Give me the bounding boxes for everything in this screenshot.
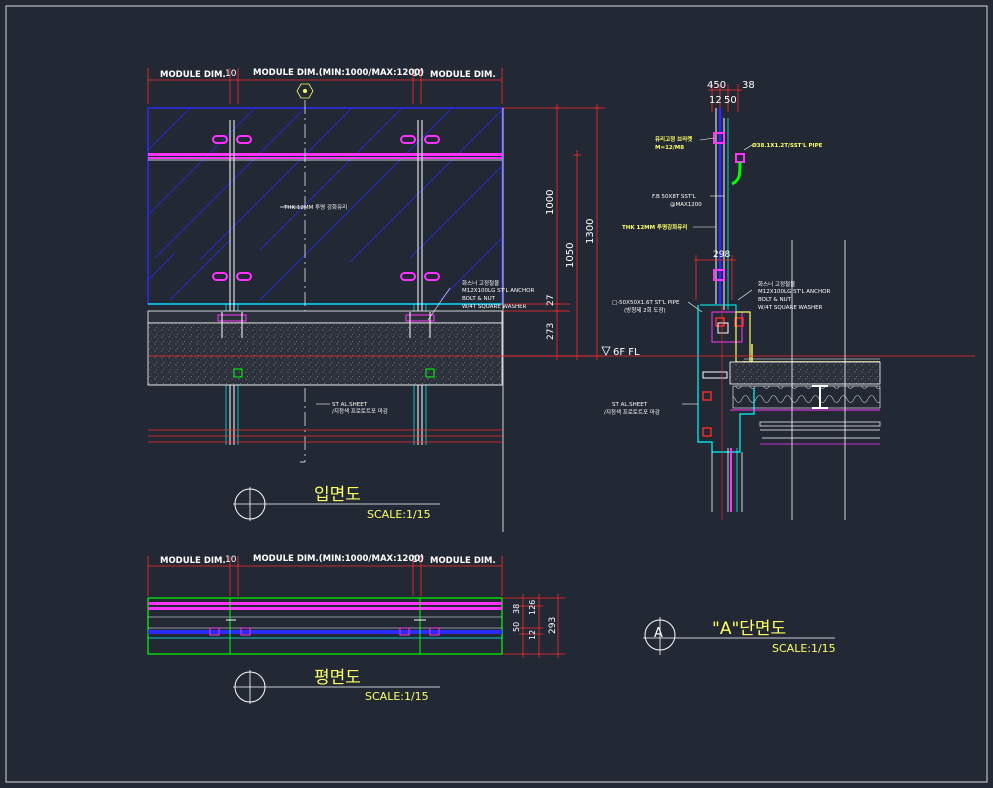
plan-side-dimension: [502, 594, 565, 658]
plan-dim-gap-left: 10: [225, 555, 237, 565]
section-note-anchor-3: BOLT & NUT: [758, 297, 792, 303]
floor-level-marker-icon: [601, 346, 611, 356]
section-lower-frame: [711, 240, 846, 520]
glass-panel: [147, 107, 503, 305]
plan-dim-module-center: MODULE DIM.(MIN:1000/MAX:1200): [253, 554, 424, 564]
elev-note-anchor-2: M12X100LG ST'L ANCHOR: [462, 288, 534, 294]
elev-dim-gap-right: 10: [412, 69, 424, 79]
section-marker-letter: A: [654, 626, 663, 641]
section-note-fb-1: F.B 50X8T SST'L: [652, 194, 697, 200]
plan-dim-module-right: MODULE DIM.: [430, 556, 496, 566]
section-note-anchor-4: W/4T SQUARE WASHER: [758, 305, 823, 311]
section-note-pipe: Ø38.1X1.2T/SST'L PIPE: [752, 142, 823, 149]
plan-dim-12: 12: [528, 630, 537, 640]
section-dim-50: 50: [724, 95, 737, 106]
elev-note-sheet-2: /지정색 프로토트포 마감: [332, 407, 388, 415]
plan-dim-126: 126: [528, 600, 537, 615]
section-note-anchor-1: 화스너 고정철물: [758, 280, 795, 288]
sheet-border: [5, 5, 988, 783]
plan-dim-293: 293: [548, 617, 558, 634]
elev-dim-gap-left: 10: [225, 69, 237, 79]
section-top-dimension: [708, 84, 742, 112]
section-view: 450 38 12 50 유리고정 브라켓 M=12/M8 Ø38.1X1.2T…: [502, 80, 975, 655]
section-note-sheet-2: /지정색 프로토트포 마감: [604, 408, 660, 416]
section-note-tube-1: □-50X50X1.6T ST'L PIPE: [612, 300, 680, 306]
plan-title: 평면도: [314, 668, 361, 688]
section-dim-38: 38: [742, 80, 755, 91]
slab-band: [147, 310, 503, 443]
elev-note-anchor-1: 화스너 고정철물: [462, 279, 499, 287]
section-note-sheet-1: ST AL.SHEET: [612, 402, 648, 408]
elev-dim-273: 273: [546, 323, 556, 340]
elev-note-sheet-1: ST AL.SHEET: [332, 402, 368, 408]
section-slab: [729, 361, 881, 445]
plan-dim-gap-right: 10: [412, 555, 424, 565]
section-scale: SCALE:1/15: [772, 642, 836, 655]
elevation-scale: SCALE:1/15: [367, 508, 431, 521]
plan-clamp-icons: [209, 619, 440, 636]
elev-note-anchor-3: BOLT & NUT: [462, 296, 496, 302]
section-dim-450: 450: [707, 80, 726, 91]
elev-dim-module-center: MODULE DIM.(MIN:1000/MAX:1200): [253, 68, 424, 78]
elev-dim-27: 27: [546, 295, 556, 306]
plan-dim-50: 50: [512, 622, 521, 632]
plan-section-body: [147, 597, 503, 655]
section-note-handrail-1: 유리고정 브라켓: [655, 135, 692, 143]
elevation-top-dimension: [147, 68, 503, 104]
plan-dim-module-left: MODULE DIM.: [160, 556, 226, 566]
section-note-glass: THK 12MM 투명강화유리: [622, 223, 687, 231]
section-note-anchor-2: M12X100LG ST'L ANCHOR: [758, 289, 830, 295]
elev-dim-1000: 1000: [545, 190, 556, 215]
vertical-posts: [229, 120, 423, 445]
elev-dim-1300: 1300: [585, 219, 596, 244]
elev-dim-1050: 1050: [565, 243, 576, 268]
elevation-view: MODULE DIM. 10 MODULE DIM.(MIN:1000/MAX:…: [147, 68, 605, 532]
glass-clamp-icons: [212, 135, 440, 281]
elev-dim-module-left: MODULE DIM.: [160, 70, 226, 80]
section-note-fb-2: @MAX1200: [670, 202, 702, 208]
handrail-bars: [148, 153, 502, 161]
elev-dim-module-right: MODULE DIM.: [430, 70, 496, 80]
plan-scale: SCALE:1/15: [365, 690, 429, 703]
section-note-fl: 6F FL: [613, 347, 640, 358]
section-glass-column: [713, 108, 745, 310]
section-title: "A"단면도: [712, 619, 786, 639]
plan-dim-38: 38: [512, 604, 521, 614]
section-note-tube-2: (방청제 2회 도장): [624, 306, 666, 314]
elev-note-glass: THK.12MM 투명 강화유리: [283, 203, 347, 211]
section-dim-12: 12: [709, 95, 722, 106]
plan-top-dimension: [147, 556, 503, 596]
plan-view: MODULE DIM. 10 MODULE DIM.(MIN:1000/MAX:…: [147, 554, 565, 704]
anchor-bolt-icons: [217, 312, 435, 378]
elevation-title: 입면도: [314, 485, 361, 505]
elev-note-anchor-4: W/4T SQUARE WASHER: [462, 304, 527, 310]
centerline-marker-icon: [296, 83, 314, 99]
section-dim-298: 298: [713, 250, 730, 260]
section-note-handrail-2: M=12/M8: [655, 145, 684, 151]
